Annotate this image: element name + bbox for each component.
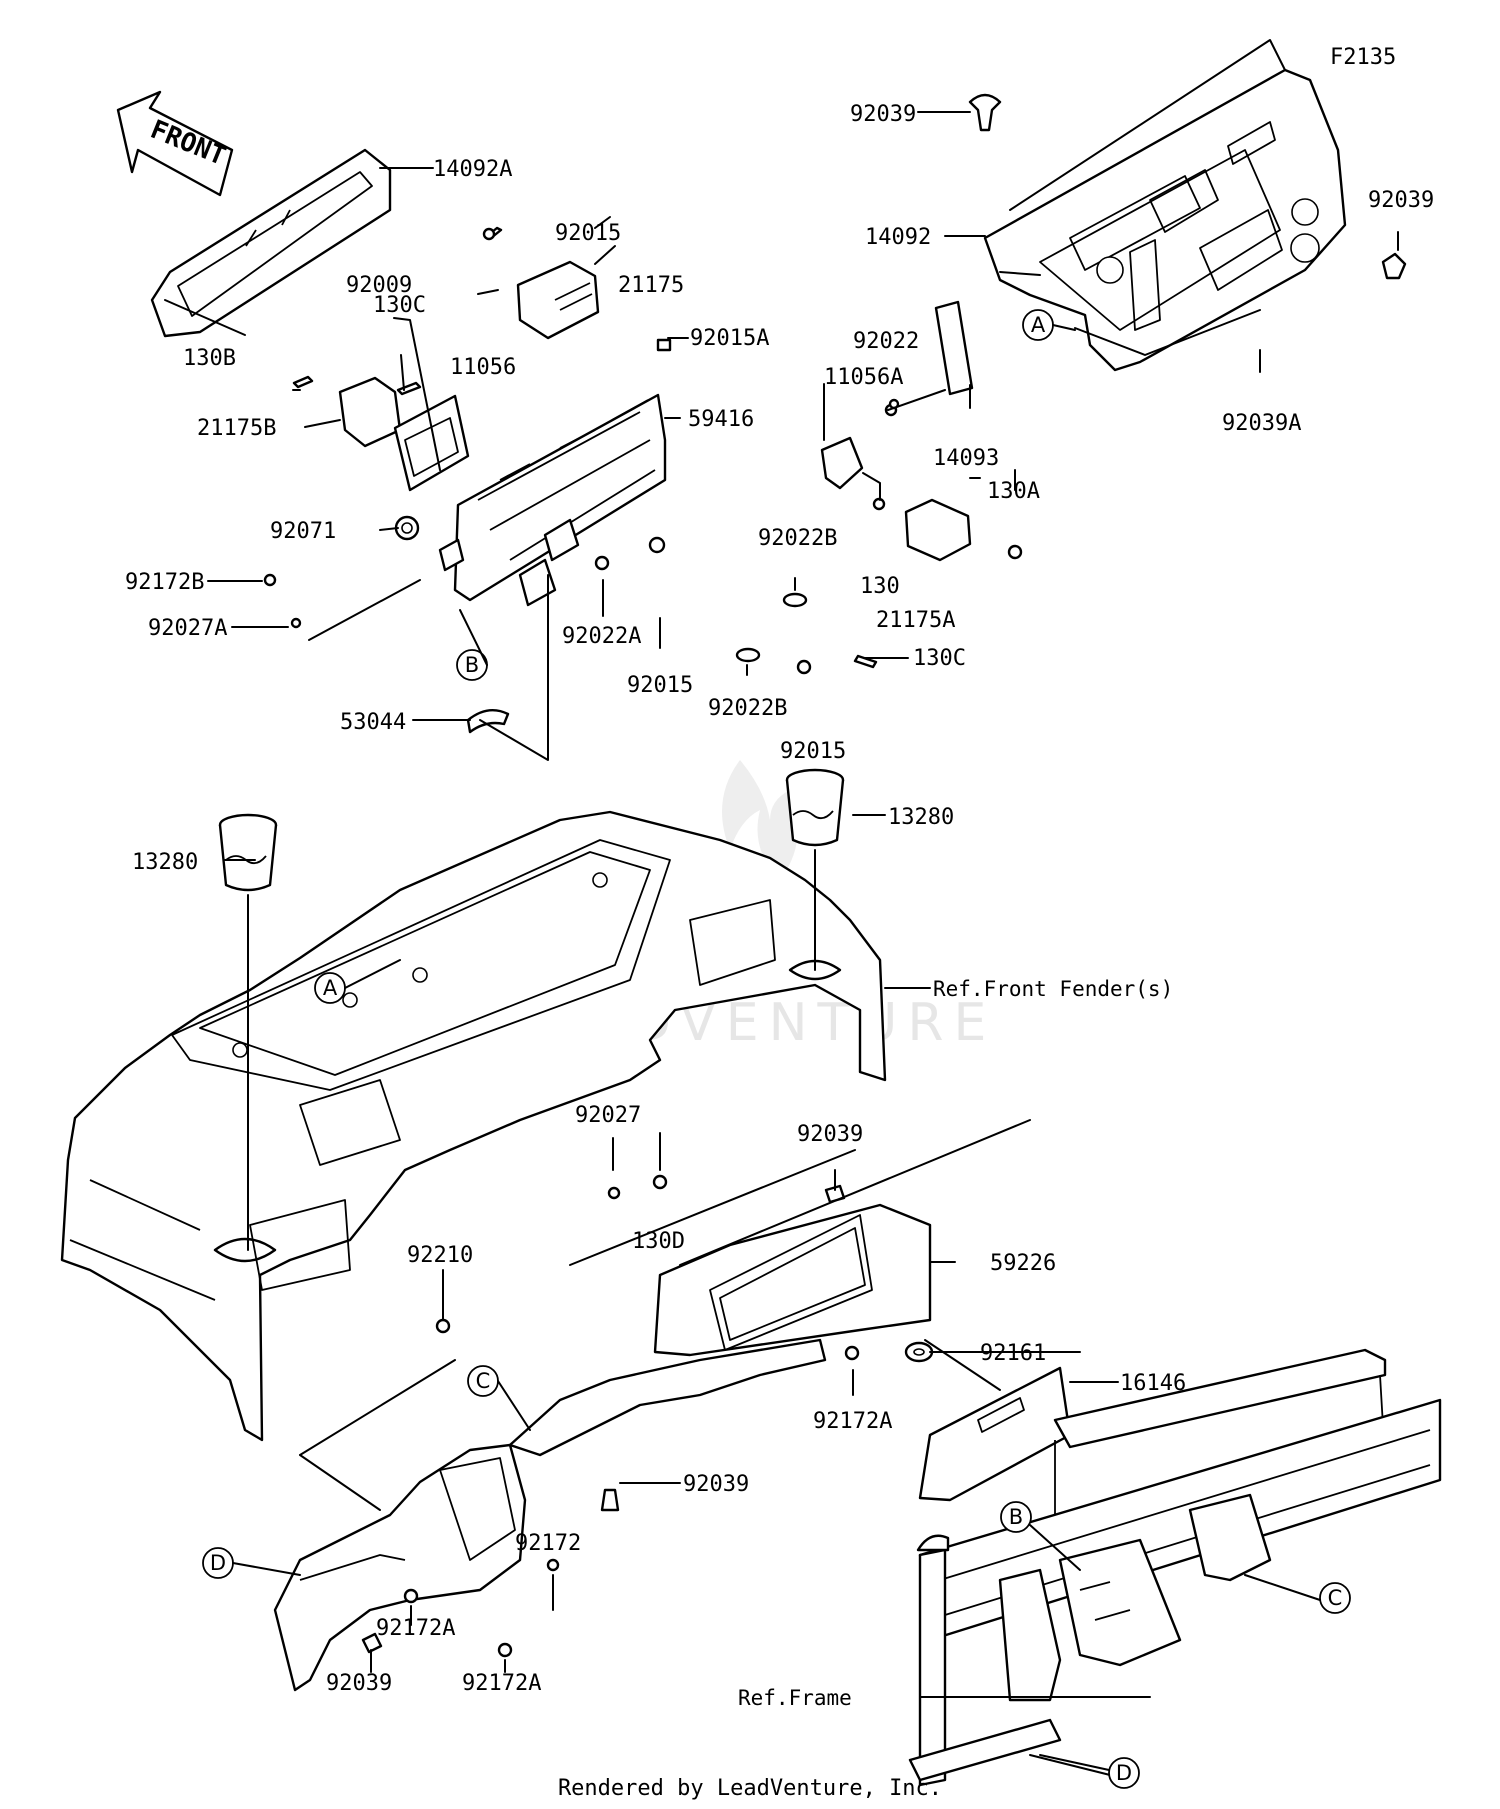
label-53044: 53044 xyxy=(340,710,406,735)
ref-B1-label: B xyxy=(465,653,479,677)
label-130D: 130D xyxy=(632,1229,685,1254)
ref-B2-label: B xyxy=(1009,1505,1023,1529)
label-11056: 11056 xyxy=(450,355,516,380)
label-14092: 14092 xyxy=(865,225,931,250)
figure-id: F2135 xyxy=(1330,45,1396,70)
label-92039-top: 92039 xyxy=(850,102,916,127)
ref-circle-C1: C xyxy=(467,1365,499,1397)
label-130: 130 xyxy=(860,574,900,599)
ref-circle-B2: B xyxy=(1000,1501,1032,1533)
meter-assembly-59416 xyxy=(438,393,667,607)
ref-A2-label: A xyxy=(323,976,338,1000)
label-14093: 14093 xyxy=(933,446,999,471)
label-92039-mid: 92039 xyxy=(797,1122,863,1147)
ref-circle-A1: A xyxy=(1022,309,1054,341)
label-92210: 92210 xyxy=(407,1243,473,1268)
module-21175 xyxy=(516,260,600,340)
ref-D2-label: D xyxy=(1116,1761,1132,1785)
ref-circle-D1: D xyxy=(202,1547,234,1579)
footer-credit: Rendered by LeadVenture, Inc. xyxy=(558,1776,942,1801)
nut-92071 xyxy=(394,515,420,541)
label-92071: 92071 xyxy=(270,519,336,544)
ref-D1-label: D xyxy=(210,1551,226,1575)
label-92015-lo: 92015 xyxy=(780,739,846,764)
cup-holder-13280-right xyxy=(785,768,845,847)
label-92027: 92027 xyxy=(575,1103,641,1128)
clip-92039-top xyxy=(968,93,1002,132)
ref-circle-A2: A xyxy=(314,972,346,1004)
front-arrow-icon: FRONT xyxy=(116,90,234,197)
clip-92039-right xyxy=(1381,252,1407,280)
label-92022B-lo: 92022B xyxy=(708,696,787,721)
label-11056A: 11056A xyxy=(824,365,903,390)
label-92161: 92161 xyxy=(980,1341,1046,1366)
label-92022: 92022 xyxy=(853,329,919,354)
vehicle-frame xyxy=(908,1348,1442,1787)
ref-C2-label: C xyxy=(1328,1586,1343,1610)
label-92027A: 92027A xyxy=(148,616,227,641)
label-59416: 59416 xyxy=(688,407,754,432)
label-92009: 92009 xyxy=(346,273,412,298)
label-92015-mid: 92015 xyxy=(627,673,693,698)
grommet-92161 xyxy=(904,1341,934,1363)
label-92172B: 92172B xyxy=(125,570,204,595)
cup-holder-13280-left xyxy=(218,813,278,892)
label-14092A: 14092A xyxy=(433,157,512,182)
label-92039-bottom: 92039 xyxy=(326,1671,392,1696)
label-92022B-up: 92022B xyxy=(758,526,837,551)
ref-frame: Ref.Frame xyxy=(738,1686,852,1710)
label-130C-mid: 130C xyxy=(913,646,966,671)
label-92172A-mid: 92172A xyxy=(813,1409,892,1434)
ref-C1-label: C xyxy=(476,1369,491,1393)
label-16146: 16146 xyxy=(1120,1371,1186,1396)
trim-strip-14093 xyxy=(934,300,974,396)
label-92015A: 92015A xyxy=(690,326,769,351)
label-92022A: 92022A xyxy=(562,624,641,649)
ref-circle-D2: D xyxy=(1108,1757,1140,1789)
label-92172A-l1: 92172A xyxy=(376,1616,455,1641)
bracket-11056 xyxy=(393,394,470,492)
bezel-frame-14092A xyxy=(150,148,392,338)
label-21175: 21175 xyxy=(618,273,684,298)
label-92172: 92172 xyxy=(515,1531,581,1556)
ref-A1-label: A xyxy=(1031,313,1046,337)
label-21175B: 21175B xyxy=(197,416,276,441)
module-21175B xyxy=(338,376,402,448)
label-130A: 130A xyxy=(987,479,1040,504)
lid-16146 xyxy=(918,1366,1072,1502)
label-13280-right: 13280 xyxy=(888,805,954,830)
label-13280-left: 13280 xyxy=(132,850,198,875)
label-92015-top: 92015 xyxy=(555,221,621,246)
leader-lines xyxy=(164,39,1399,1776)
lower-panel xyxy=(273,1338,827,1692)
label-92039A: 92039A xyxy=(1222,411,1301,436)
fasteners xyxy=(263,226,1023,1658)
label-130B: 130B xyxy=(183,346,236,371)
ref-front-fender: Ref.Front Fender(s) xyxy=(933,977,1173,1001)
label-59226: 59226 xyxy=(990,1251,1056,1276)
instrument-panel-14092 xyxy=(983,68,1347,372)
label-92039-right: 92039 xyxy=(1368,188,1434,213)
module-21175A xyxy=(904,498,972,562)
label-21175A: 21175A xyxy=(876,608,955,633)
storage-box-59226 xyxy=(653,1203,932,1357)
label-130C-top: 130C xyxy=(373,293,426,318)
ref-circle-C2: C xyxy=(1319,1582,1351,1614)
label-92172A-l2: 92172A xyxy=(462,1671,541,1696)
bracket-11056A xyxy=(820,436,864,490)
dashboard-main xyxy=(60,810,887,1442)
label-92039-low: 92039 xyxy=(683,1472,749,1497)
